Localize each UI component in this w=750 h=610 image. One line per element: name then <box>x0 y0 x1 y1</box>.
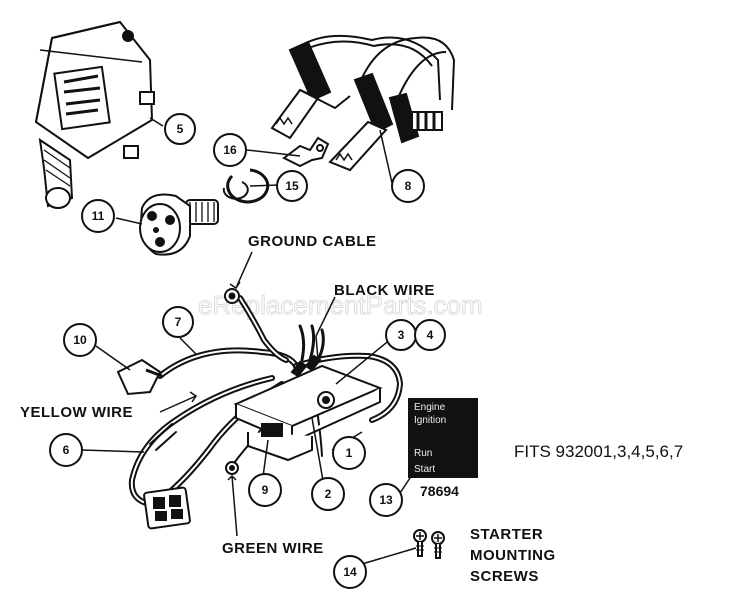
jumper-cables <box>270 34 456 172</box>
ground-cable-terminal <box>224 288 240 304</box>
wire-connector-10 <box>116 358 163 396</box>
svg-text:10: 10 <box>73 333 87 347</box>
decal-line-start: Start <box>414 464 435 475</box>
svg-text:4: 4 <box>427 328 434 342</box>
retaining-ring <box>222 168 270 204</box>
callout-15[interactable]: 15 <box>276 170 308 202</box>
decal-line-engine: Engine <box>414 402 446 413</box>
decal-line-ignition: Ignition <box>414 415 446 426</box>
svg-text:3: 3 <box>398 328 405 342</box>
callout-7[interactable]: 7 <box>162 306 194 338</box>
svg-text:13: 13 <box>379 493 393 507</box>
svg-text:11: 11 <box>92 209 105 223</box>
label-green-wire: GREEN WIRE <box>222 540 324 557</box>
svg-text:9: 9 <box>262 483 269 497</box>
svg-text:1: 1 <box>346 446 353 460</box>
callout-1[interactable]: 1 <box>332 436 366 470</box>
callout-16[interactable]: 16 <box>213 133 247 167</box>
callout-4[interactable]: 4 <box>414 319 446 351</box>
harness-plug <box>143 486 191 530</box>
callout-13[interactable]: 13 <box>369 483 403 517</box>
fits-models: FITS 932001,3,4,5,6,7 <box>514 442 683 461</box>
label-starter-line1: STARTER <box>470 526 543 543</box>
callout-6[interactable]: 6 <box>49 433 83 467</box>
decal-line-run: Run <box>414 448 432 459</box>
mounting-screws <box>413 529 445 559</box>
svg-text:6: 6 <box>63 443 70 457</box>
svg-text:16: 16 <box>223 143 237 157</box>
label-starter-line3: SCREWS <box>470 568 539 585</box>
key <box>282 136 330 168</box>
label-starter-line2: MOUNTING <box>470 547 556 564</box>
callout-5[interactable]: 5 <box>164 113 196 145</box>
decal-part-number: 78694 <box>420 483 459 499</box>
svg-text:5: 5 <box>177 122 184 136</box>
callout-14[interactable]: 14 <box>333 555 367 589</box>
leader-lines <box>81 117 417 565</box>
callout-9[interactable]: 9 <box>248 473 282 507</box>
label-black-wire: BLACK WIRE <box>334 282 435 299</box>
svg-text:15: 15 <box>285 179 299 193</box>
svg-text:8: 8 <box>405 179 412 193</box>
green-wire-terminal <box>225 461 239 475</box>
callout-3[interactable]: 3 <box>385 319 417 351</box>
svg-text:14: 14 <box>343 565 357 579</box>
callout-8[interactable]: 8 <box>391 169 425 203</box>
svg-text:2: 2 <box>325 487 332 501</box>
ignition-switch <box>139 193 219 256</box>
callout-10[interactable]: 10 <box>63 323 97 357</box>
callout-11[interactable]: 11 <box>81 199 115 233</box>
label-yellow-wire: YELLOW WIRE <box>20 404 133 421</box>
callout-2[interactable]: 2 <box>311 477 345 511</box>
ignition-decal: Engine Ignition Run Start 78694 <box>408 398 478 499</box>
label-ground-cable: GROUND CABLE <box>248 233 377 250</box>
svg-text:7: 7 <box>175 315 182 329</box>
starter-motor <box>34 20 155 209</box>
